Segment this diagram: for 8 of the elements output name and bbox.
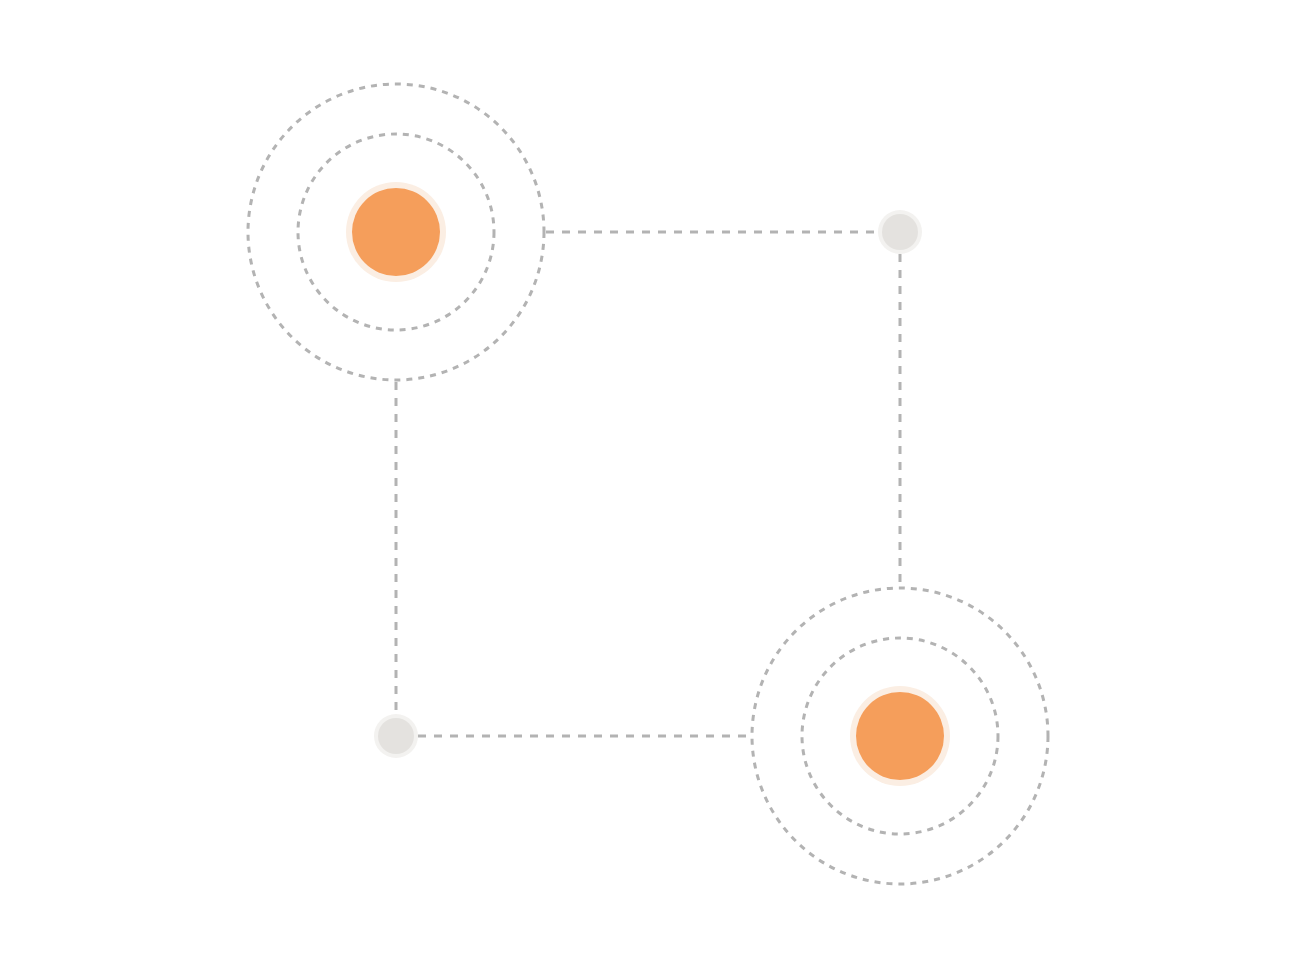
small-dot [374, 714, 418, 758]
concentric-rings-marker [750, 586, 1050, 886]
dashed-connector [898, 254, 902, 586]
dashed-connector [546, 230, 878, 234]
dashed-connector [394, 382, 398, 714]
concentric-rings-marker [246, 82, 546, 382]
dashed-connector [418, 734, 750, 738]
small-dot [878, 210, 922, 254]
